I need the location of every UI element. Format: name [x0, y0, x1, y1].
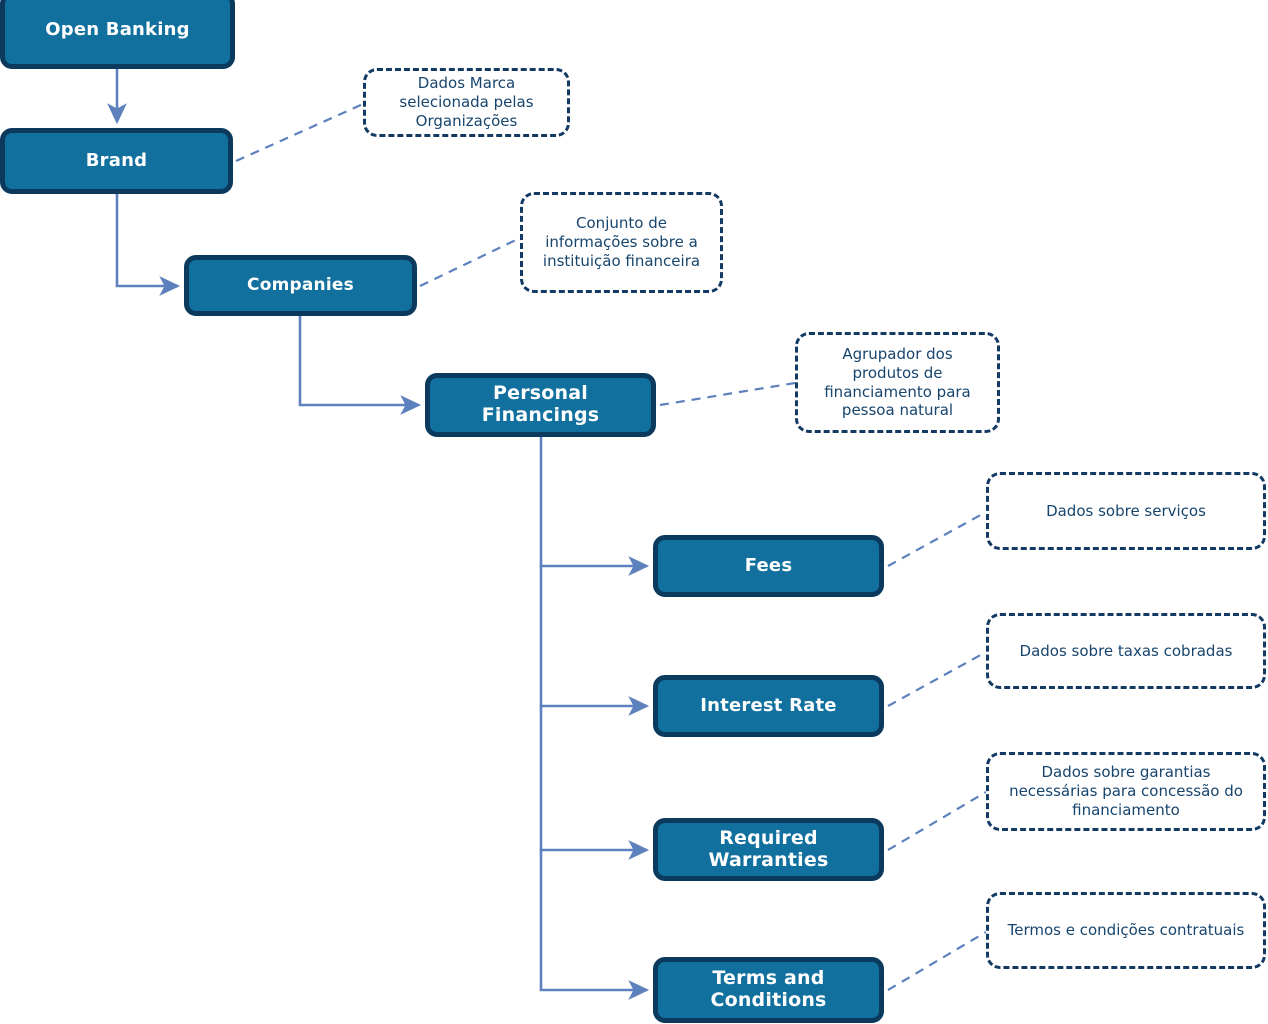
leader-interest — [887, 651, 987, 707]
node-interest-rate[interactable]: Interest Rate — [653, 675, 884, 737]
connector-companies-to-personal-financings — [298, 316, 422, 415]
note-required-warranties: Dados sobre garantias necessárias para c… — [986, 752, 1266, 831]
leader-warranties — [887, 791, 987, 851]
note-personal-financings-text: Agrupador dos produtos de financiamento … — [824, 345, 971, 420]
leader-fees — [887, 511, 987, 567]
node-companies[interactable]: Companies — [184, 255, 417, 316]
note-companies-text: Conjunto de informações sobre a institui… — [542, 214, 701, 270]
note-interest-rate-text: Dados sobre taxas cobradas — [1019, 641, 1233, 660]
node-brand[interactable]: Brand — [0, 128, 233, 194]
node-fees[interactable]: Fees — [653, 535, 884, 597]
node-brand-label: Brand — [85, 149, 148, 171]
connector-personal-financings-to-fees — [539, 437, 650, 576]
node-fees-label: Fees — [744, 554, 793, 576]
node-terms-and-conditions-label: Terms and Conditions — [710, 967, 827, 1011]
note-brand-text: Dados Marca selecionada pelas Organizaçõ… — [399, 74, 534, 130]
leader-companies — [419, 237, 521, 287]
note-companies: Conjunto de informações sobre a institui… — [520, 192, 723, 293]
connector-personal-financings-to-interest-rate — [539, 566, 650, 716]
leader-financings — [659, 381, 796, 407]
note-brand: Dados Marca selecionada pelas Organizaçõ… — [363, 68, 570, 137]
leader-brand — [235, 102, 364, 163]
note-personal-financings: Agrupador dos produtos de financiamento … — [795, 332, 1000, 433]
leader-terms — [887, 931, 987, 991]
note-fees: Dados sobre serviços — [986, 472, 1266, 550]
node-terms-and-conditions[interactable]: Terms and Conditions — [653, 957, 884, 1023]
connector-personal-financings-to-terms-and-conditions — [539, 850, 650, 1000]
node-personal-financings-label: Personal Financings — [481, 382, 600, 426]
note-terms-and-conditions-text: Termos e condições contratuais — [1007, 921, 1245, 940]
node-open-banking[interactable]: Open Banking — [0, 0, 235, 69]
connector-personal-financings-to-required-warranties — [539, 706, 650, 860]
connector-brand-to-companies — [115, 194, 181, 296]
node-required-warranties-label: Required Warranties — [708, 826, 829, 871]
node-open-banking-label: Open Banking — [45, 19, 190, 41]
node-interest-rate-label: Interest Rate — [700, 694, 837, 716]
node-companies-label: Companies — [247, 274, 354, 295]
note-fees-text: Dados sobre serviços — [1046, 501, 1206, 520]
note-interest-rate: Dados sobre taxas cobradas — [986, 613, 1266, 689]
note-terms-and-conditions: Termos e condições contratuais — [986, 892, 1266, 969]
node-required-warranties[interactable]: Required Warranties — [653, 818, 884, 881]
note-required-warranties-text: Dados sobre garantias necessárias para c… — [1009, 763, 1243, 819]
node-personal-financings[interactable]: Personal Financings — [425, 373, 656, 437]
